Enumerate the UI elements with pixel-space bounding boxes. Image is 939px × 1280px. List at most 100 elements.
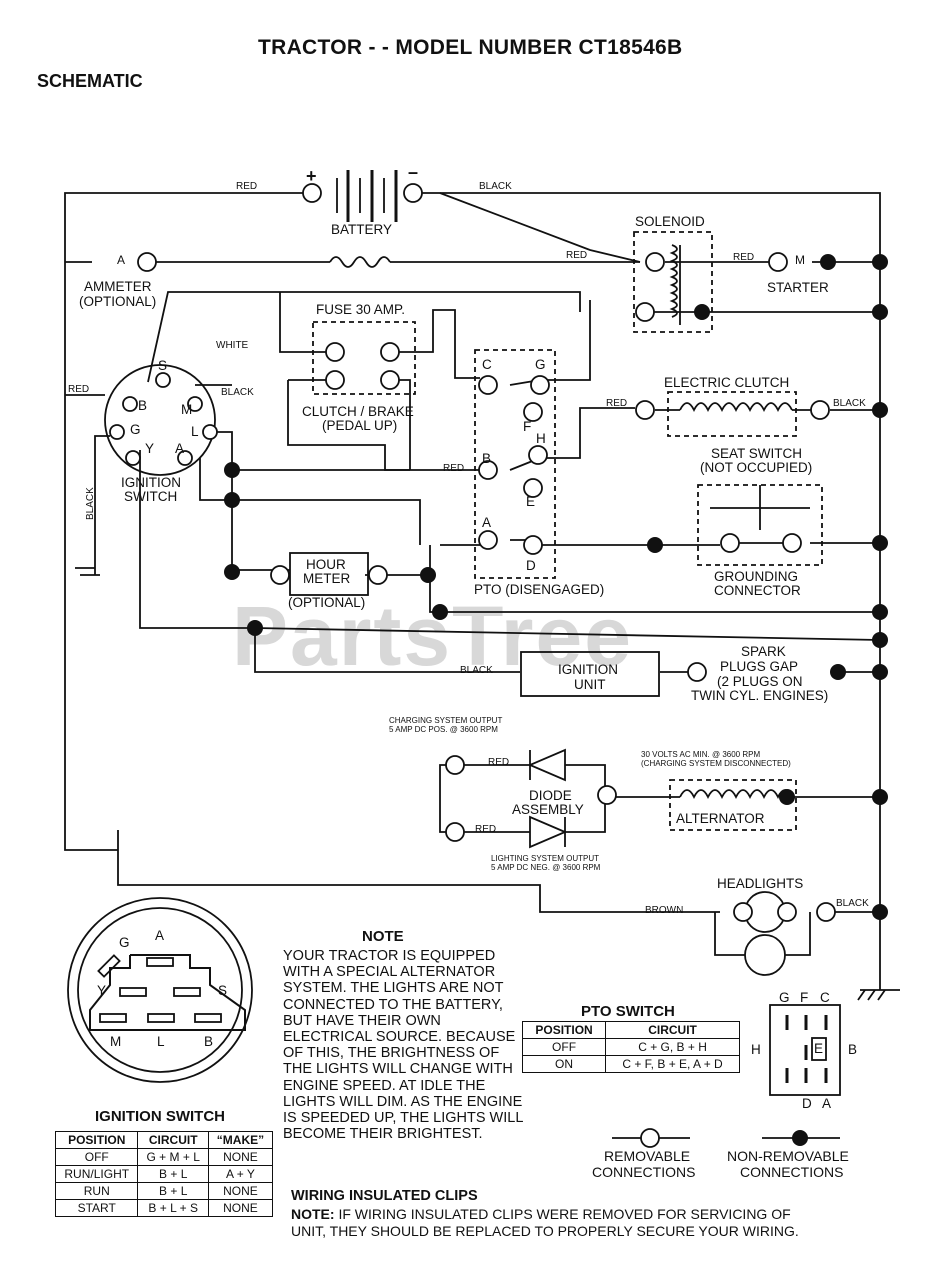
grounding-connector-label: CONNECTOR: [714, 583, 801, 598]
ignition-switch-table: POSITION CIRCUIT “MAKE” OFF G + M + L NO…: [54, 1131, 274, 1217]
wire-red-diode-bottom: RED: [475, 824, 497, 835]
electric-clutch-label: ELECTRIC CLUTCH: [664, 375, 790, 390]
pto-col-position: POSITION: [521, 1021, 607, 1039]
ign-cell: G + M + L: [137, 1148, 209, 1166]
battery-label: BATTERY: [331, 222, 393, 237]
ammeter-a-symbol: A: [117, 253, 126, 267]
section-title: SCHEMATIC: [37, 71, 143, 91]
table-row: OFF G + M + L NONE: [54, 1148, 274, 1166]
wire-brown: BROWN: [645, 905, 684, 916]
battery-symbol: [336, 170, 398, 222]
diode-label: DIODE: [529, 788, 572, 803]
ign-cell: A + Y: [207, 1165, 274, 1183]
spark-plugs-count-label: (2 PLUGS ON: [717, 674, 803, 689]
pto-pin-b: B: [482, 451, 492, 466]
pin-l: L: [191, 424, 199, 439]
clutch-brake-label: CLUTCH / BRAKE: [302, 404, 414, 419]
ammeter-label: AMMETER: [84, 279, 152, 294]
ign-col-circuit: CIRCUIT: [137, 1131, 209, 1149]
lighting-output-spec: 5 AMP DC NEG. @ 3600 RPM: [491, 863, 601, 872]
starter-label: STARTER: [767, 280, 829, 295]
ignition-switch-label-2: SWITCH: [124, 489, 178, 504]
pto-pin-c: C: [482, 357, 492, 372]
alternator-volts-note: (CHARGING SYSTEM DISCONNECTED): [641, 759, 791, 768]
clutch-brake-state-label: (PEDAL UP): [322, 418, 398, 433]
alternator-volts-label: 30 VOLTS AC MIN. @ 3600 RPM: [641, 750, 761, 759]
pto-pin-f: F: [523, 419, 532, 434]
wire-red-starter: RED: [733, 252, 755, 263]
seat-switch-label: SEAT SWITCH: [711, 446, 803, 461]
pin-m: M: [181, 402, 193, 417]
grounding-label: GROUNDING: [714, 569, 798, 584]
battery-plus-sign: +: [306, 166, 317, 186]
ign-cell: START: [54, 1199, 139, 1217]
note-body: YOUR TRACTOR IS EQUIPPED WITH A SPECIAL …: [283, 948, 523, 1143]
wire-red-solenoid: RED: [566, 250, 588, 261]
removable-connections: [109, 183, 836, 1148]
headlights-label: HEADLIGHTS: [717, 876, 804, 891]
ign-diagram-g: G: [119, 935, 130, 950]
clips-note-line-1: NOTE: IF WIRING INSULATED CLIPS WERE REM…: [291, 1206, 791, 1222]
wire-red-battery: RED: [236, 181, 258, 192]
wire-black-clutch: BLACK: [833, 398, 866, 409]
legend-nonremovable: NON-REMOVABLE: [727, 1148, 849, 1164]
legend-removable: REMOVABLE: [604, 1148, 691, 1164]
wire-black-ignition: BLACK: [221, 387, 254, 398]
battery-minus-sign: –: [408, 162, 419, 182]
pto-diagram-c: C: [820, 990, 830, 1005]
pto-label: PTO (DISENGAGED): [474, 582, 605, 597]
ign-diagram-a: A: [155, 928, 165, 943]
pto-cell: ON: [521, 1055, 607, 1073]
pto-diagram-e: E: [814, 1041, 824, 1056]
pto-diagram-h: H: [751, 1042, 761, 1057]
table-row: OFF C + G, B + H: [521, 1038, 740, 1056]
pto-diagram-a: A: [822, 1096, 832, 1111]
pto-pin-g: G: [535, 357, 546, 372]
hour-meter-label-2: METER: [303, 571, 351, 586]
solenoid-label: SOLENOID: [635, 214, 705, 229]
legend-nonremovable-2: CONNECTIONS: [740, 1164, 844, 1180]
legend-removable-2: CONNECTIONS: [592, 1164, 696, 1180]
starter-m-symbol: M: [795, 253, 805, 267]
pto-switch-title: PTO SWITCH: [581, 1003, 675, 1020]
pto-pin-a: A: [482, 515, 492, 530]
spark-plugs-label: SPARK: [741, 644, 786, 659]
ign-diagram-m: M: [110, 1034, 122, 1049]
wire-black-ignition-unit: BLACK: [460, 665, 493, 676]
ign-col-make: “MAKE”: [207, 1131, 274, 1149]
wire-white: WHITE: [216, 340, 249, 351]
spark-plugs-engines-label: TWIN CYL. ENGINES): [691, 688, 829, 703]
ign-cell: B + L: [137, 1182, 209, 1200]
wire-black-headlights: BLACK: [836, 898, 869, 909]
hour-meter-optional-label: (OPTIONAL): [288, 595, 366, 610]
ign-diagram-y: Y: [97, 983, 107, 998]
pin-b: B: [138, 398, 148, 413]
pin-a: A: [175, 441, 185, 456]
hour-meter-label: HOUR: [306, 557, 346, 572]
wire-red-ignition: RED: [68, 384, 90, 395]
fuse-label: FUSE 30 AMP.: [316, 302, 406, 317]
charging-output-label: CHARGING SYSTEM OUTPUT: [389, 716, 503, 725]
wire-black-battery: BLACK: [479, 181, 512, 192]
pto-diagram-g: G: [779, 990, 790, 1005]
pto-cell: C + F, B + E, A + D: [605, 1055, 740, 1073]
pto-pin-e: E: [526, 494, 536, 509]
wire-black-ground: BLACK: [85, 487, 96, 520]
clips-note-label: NOTE:: [291, 1206, 335, 1222]
ign-diagram-b: B: [204, 1034, 214, 1049]
pto-cell: OFF: [521, 1038, 607, 1056]
table-row: ON C + F, B + E, A + D: [521, 1055, 740, 1073]
pin-g: G: [130, 422, 141, 437]
pin-y: Y: [145, 441, 155, 456]
ign-cell: NONE: [207, 1148, 274, 1166]
ign-cell: NONE: [207, 1182, 274, 1200]
table-row: RUN/LIGHT B + L A + Y: [54, 1165, 274, 1183]
note-title: NOTE: [362, 928, 404, 945]
page-title: TRACTOR - - MODEL NUMBER CT18546B: [258, 36, 683, 59]
clips-note-text-1: IF WIRING INSULATED CLIPS WERE REMOVED F…: [334, 1206, 791, 1222]
pto-diagram-d: D: [802, 1096, 812, 1111]
ign-cell: B + L: [137, 1165, 209, 1183]
ignition-switch-label: IGNITION: [121, 475, 181, 490]
table-row: RUN B + L NONE: [54, 1182, 274, 1200]
